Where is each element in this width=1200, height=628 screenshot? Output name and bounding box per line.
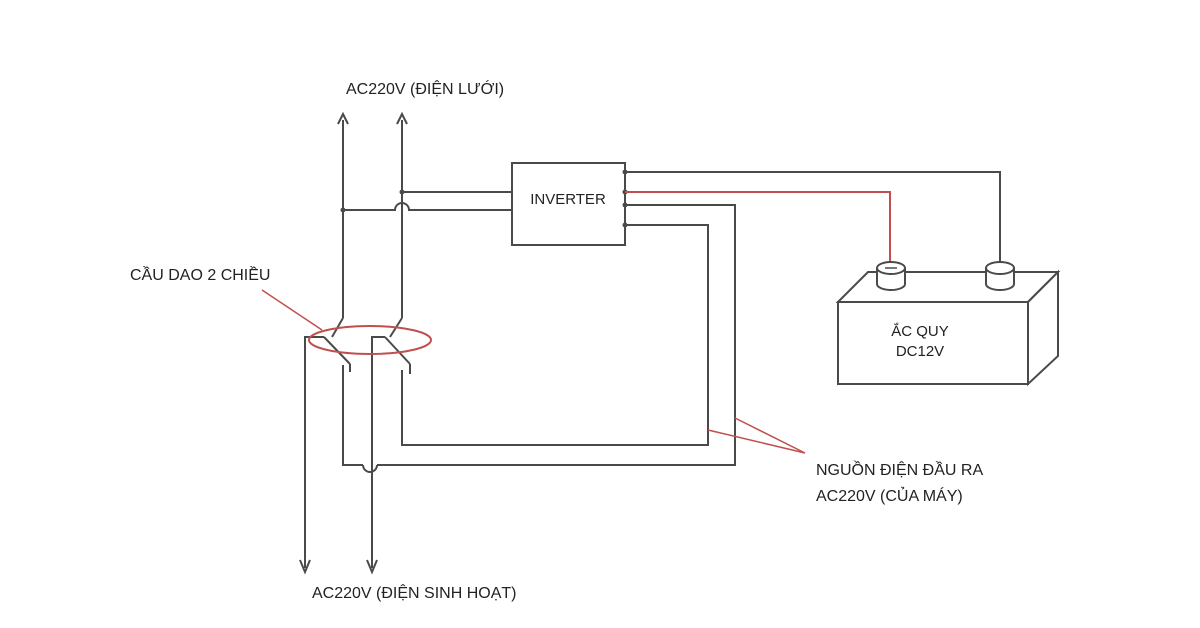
- output-label-line1: NGUỒN ĐIỆN ĐẦU RA: [816, 460, 983, 479]
- two-way-switch: [304, 317, 432, 568]
- switch-label: CẦU DAO 2 CHIỀU: [130, 265, 270, 284]
- battery-terminal-positive: [876, 261, 906, 291]
- battery-label-line1: ẮC QUY: [891, 322, 949, 340]
- annotation-pointers: [261, 289, 806, 454]
- grid-input-arrows: [337, 111, 408, 318]
- inverter-output-wires: [342, 204, 736, 473]
- household-label: AC220V (ĐIỆN SINH HOẠT): [312, 583, 516, 602]
- battery-terminal-negative: [985, 261, 1015, 291]
- grid-input-label: AC220V (ĐIỆN LƯỚI): [346, 79, 504, 98]
- battery: ẮC QUY DC12V: [835, 261, 1061, 387]
- household-output-arrows: [299, 559, 378, 575]
- inverter-box: [511, 162, 626, 246]
- inverter-label: INVERTER: [530, 191, 606, 208]
- grid-to-inverter-wires: [340, 189, 512, 213]
- output-label-line2: AC220V (CỦA MÁY): [816, 486, 963, 505]
- battery-label-line2: DC12V: [896, 343, 944, 360]
- battery-wires: [625, 171, 1001, 262]
